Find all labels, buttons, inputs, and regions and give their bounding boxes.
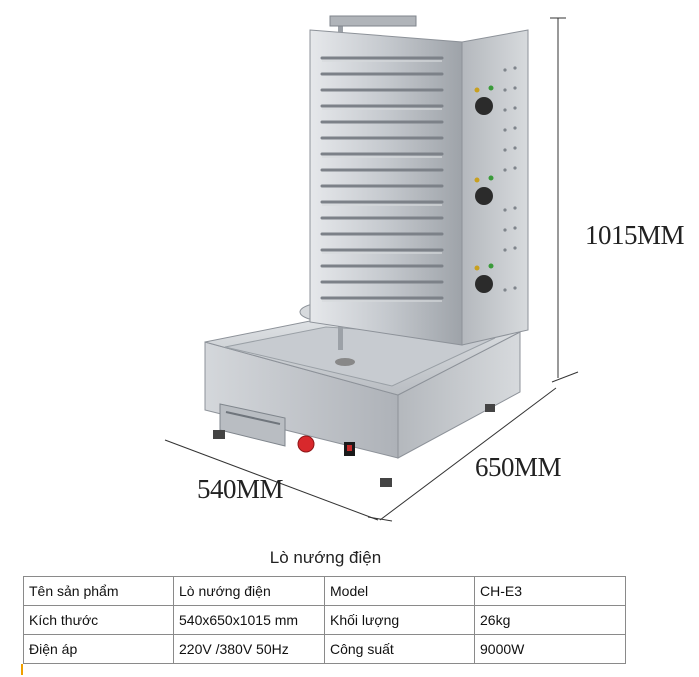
burner-panel [309, 15, 463, 346]
spec-label: Điện áp [23, 634, 174, 664]
table-row: Điện áp 220V /380V 50Hz Công suất 9000W [23, 634, 626, 664]
dimension-lines [164, 17, 579, 522]
spec-value: 540x650x1015 mm [173, 605, 325, 635]
product-caption: Lò nướng điện [269, 548, 382, 567]
control-knob-icon [475, 97, 493, 115]
table-row: Tên sản phẩm Lò nướng điện Model CH-E3 [23, 576, 626, 606]
spec-label: Khối lượng [324, 605, 475, 635]
kebab-grill-illustration [164, 15, 579, 522]
spec-value: 220V /380V 50Hz [173, 634, 325, 664]
table-row: Kích thước 540x650x1015 mm Khối lượng 26… [23, 605, 626, 635]
control-knob-icon [475, 187, 493, 205]
red-knob-icon [297, 435, 315, 453]
spec-value: 9000W [474, 634, 626, 664]
spec-value: Lò nướng điện [173, 576, 325, 606]
spec-label: Công suất [324, 634, 475, 664]
spec-label: Kích thước [23, 605, 174, 635]
base-cabinet [204, 317, 522, 487]
dimension-height-label: 1015MM [585, 220, 685, 250]
text-cursor [21, 664, 23, 675]
spec-label: Tên sản phẩm [23, 576, 174, 606]
control-knob-icon [475, 275, 493, 293]
dimension-depth-label: 650MM [475, 452, 562, 482]
spec-value: CH-E3 [474, 576, 626, 606]
spec-table: Tên sản phẩm Lò nướng điện Model CH-E3 K… [23, 576, 626, 664]
spec-label: Model [324, 576, 475, 606]
product-image: 1015MM 650MM 540MM [164, 15, 685, 522]
dimension-width-label: 540MM [197, 474, 284, 504]
spec-value: 26kg [474, 605, 626, 635]
control-tower [461, 29, 529, 346]
